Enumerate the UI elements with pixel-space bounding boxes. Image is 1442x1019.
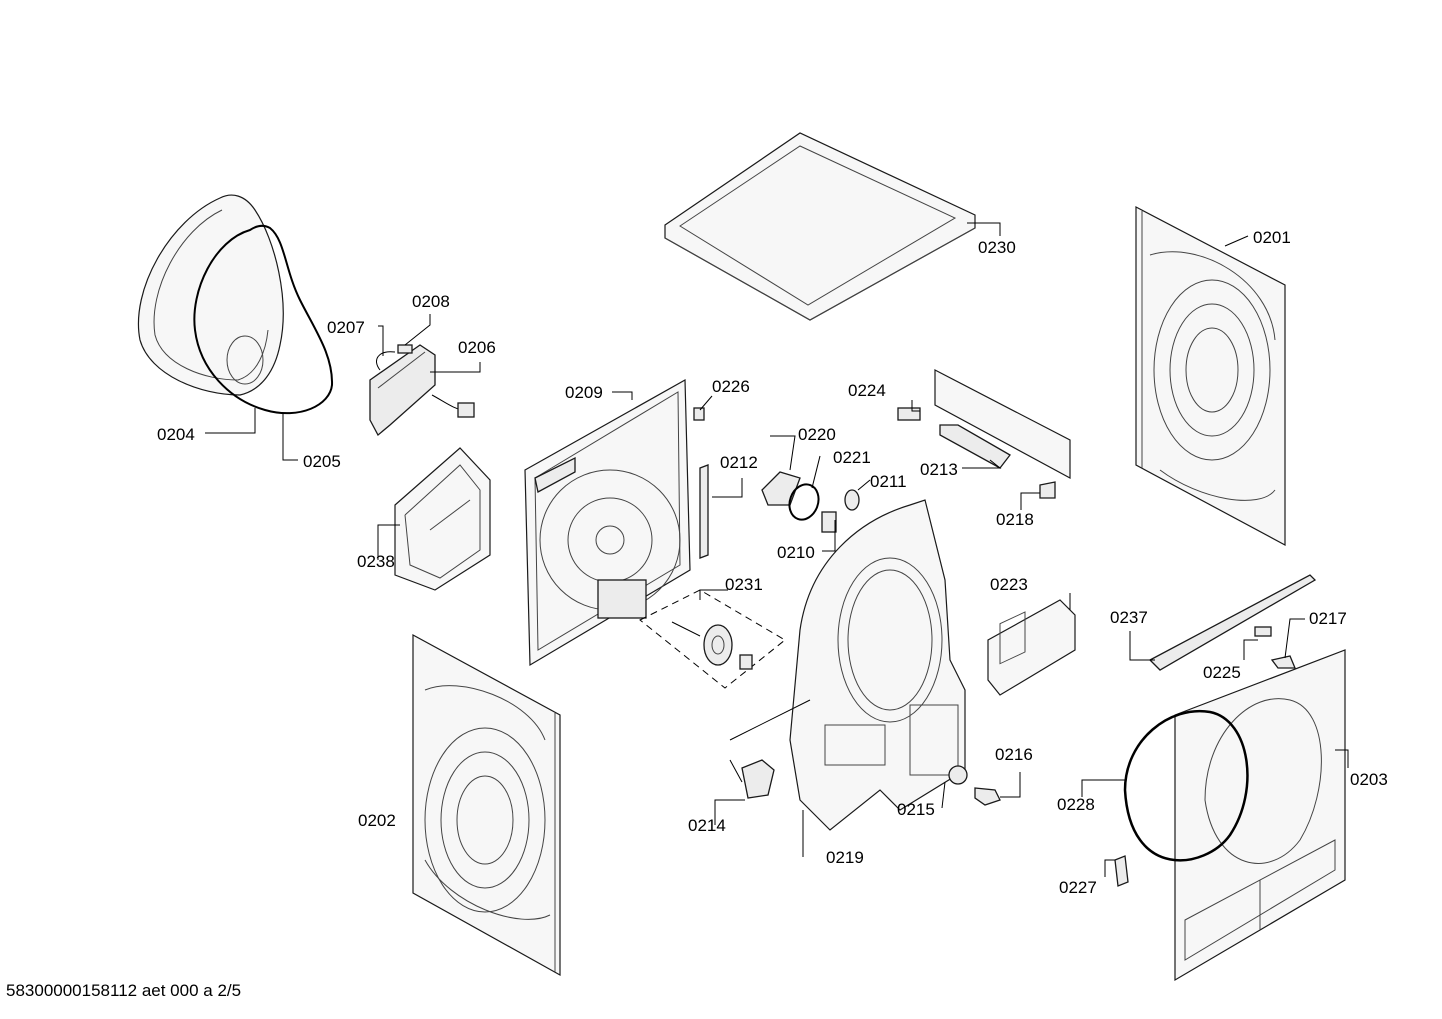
- label-0202: 0202: [358, 811, 396, 830]
- leader-lines: [205, 222, 1349, 877]
- label-0221: 0221: [833, 448, 871, 467]
- label-0237: 0237: [1110, 608, 1148, 627]
- sensor-part: [974, 787, 1001, 806]
- top-cover-part: [664, 132, 976, 321]
- label-0212: 0212: [720, 453, 758, 472]
- label-0210: 0210: [777, 543, 815, 562]
- small-clip-part: [693, 407, 705, 421]
- knob-part: [948, 765, 968, 785]
- label-0201: 0201: [1253, 228, 1291, 247]
- right-side-panel-part: [1135, 206, 1286, 547]
- label-0220: 0220: [798, 425, 836, 444]
- control-panel-part: [897, 369, 1071, 499]
- rear-panel-part: [524, 378, 691, 667]
- label-0224: 0224: [848, 381, 886, 400]
- label-0226: 0226: [712, 377, 750, 396]
- label-0203: 0203: [1350, 770, 1388, 789]
- hinge-part: [1270, 655, 1296, 669]
- label-0238: 0238: [357, 552, 395, 571]
- drawing-code: 58300000158112 aet 000 a 2/5: [6, 981, 242, 1000]
- label-0207: 0207: [327, 318, 365, 337]
- label-0231: 0231: [725, 575, 763, 594]
- part-number-labels: 0230 0201 0204 0205 0207 0208 0206 0209 …: [157, 228, 1388, 897]
- label-0211: 0211: [870, 472, 907, 491]
- label-0228: 0228: [1057, 795, 1095, 814]
- door-gasket-part: [1123, 709, 1249, 862]
- label-0208: 0208: [412, 292, 450, 311]
- fan-wheel-kit-part: [639, 589, 786, 689]
- small-latch-part: [1254, 626, 1272, 637]
- label-0205: 0205: [303, 452, 341, 471]
- electronic-module-part: [369, 344, 475, 437]
- label-0218: 0218: [996, 510, 1034, 529]
- front-panel-part: [1174, 649, 1346, 982]
- cross-rail-part: [1148, 574, 1317, 671]
- label-0219: 0219: [826, 848, 864, 867]
- lamp-housing-part: [761, 471, 801, 506]
- rear-seal-gasket-part: [193, 224, 334, 415]
- label-0227: 0227: [1059, 878, 1097, 897]
- label-0214: 0214: [688, 816, 726, 835]
- lock-part: [741, 759, 775, 799]
- label-0217: 0217: [1309, 609, 1347, 628]
- strike-plate-part: [1114, 855, 1129, 887]
- bearing-bracket-part: [789, 499, 966, 831]
- rear-panel-strip-part: [699, 464, 709, 559]
- rear-seal-frame-part: [138, 194, 284, 396]
- label-0206: 0206: [458, 338, 496, 357]
- air-duct-part: [394, 447, 491, 591]
- gasket-ring-part: [788, 483, 820, 521]
- label-0213: 0213: [920, 460, 958, 479]
- lamp-socket-part: [821, 511, 837, 533]
- label-0230: 0230: [978, 238, 1016, 257]
- lamp-part: [844, 489, 860, 511]
- label-0204: 0204: [157, 425, 195, 444]
- left-side-panel-part: [412, 633, 561, 977]
- label-0216: 0216: [995, 745, 1033, 764]
- label-0225: 0225: [1203, 663, 1241, 682]
- label-0215: 0215: [897, 800, 935, 819]
- label-0223: 0223: [990, 575, 1028, 594]
- lint-filter-part: [987, 599, 1076, 696]
- label-0209: 0209: [565, 383, 603, 402]
